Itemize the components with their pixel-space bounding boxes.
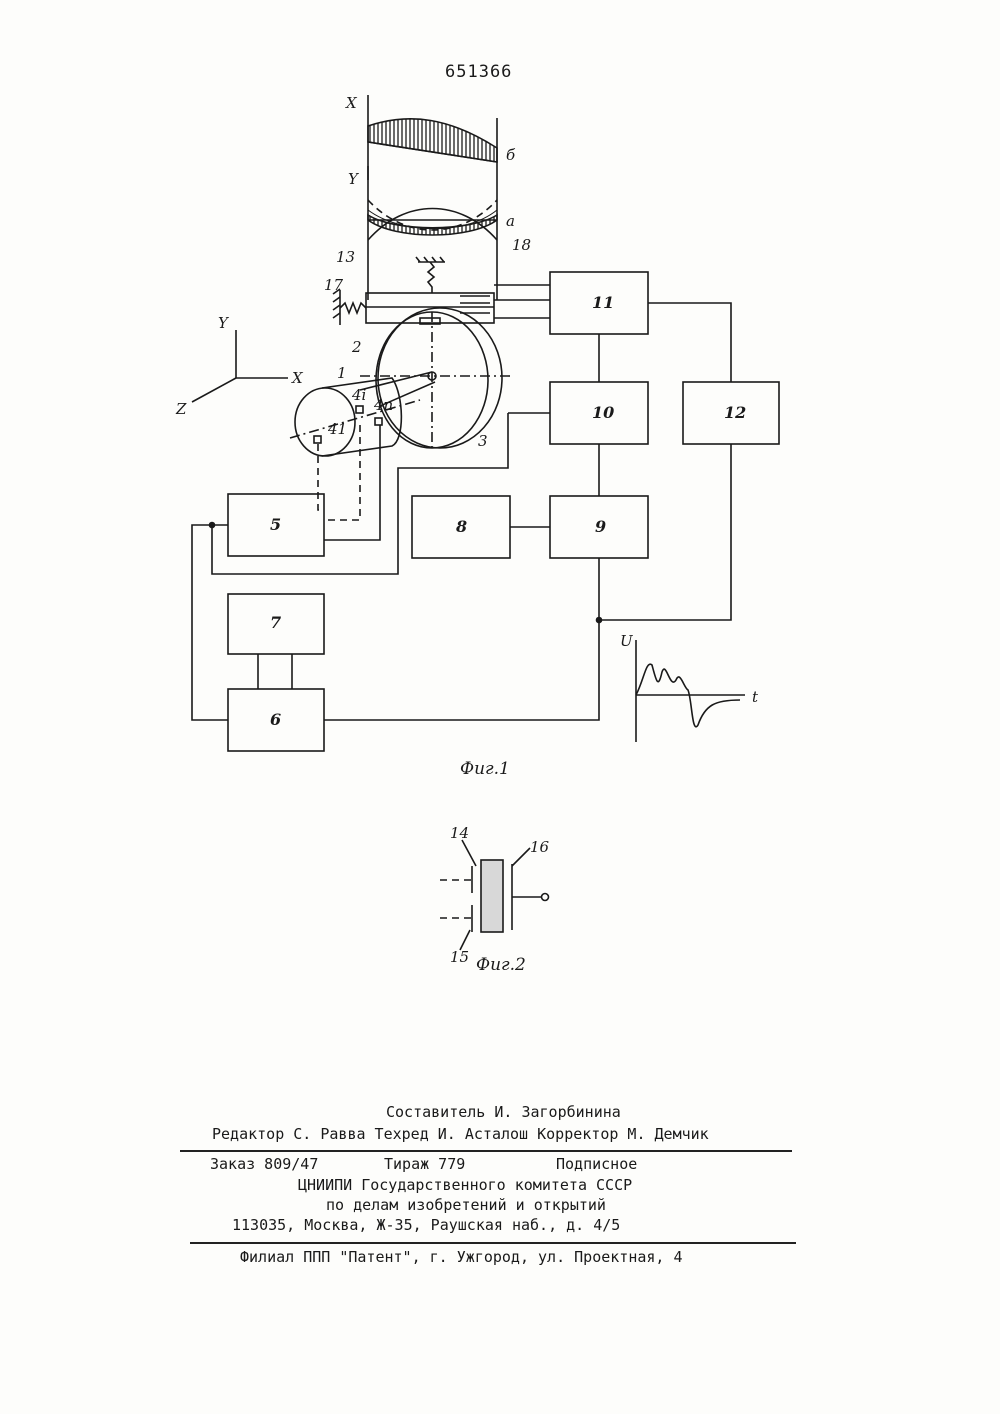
label-z-left: Z xyxy=(175,400,187,418)
label-4n: 4n xyxy=(373,396,393,414)
label-1: 1 xyxy=(337,364,347,382)
imprint-subscription: Подписное xyxy=(556,1155,637,1173)
label-u: U xyxy=(620,632,634,650)
label-curve-a: а xyxy=(506,212,515,230)
label-16: 16 xyxy=(530,838,550,856)
imprint-compiler: Составитель И. Загорбинина xyxy=(386,1103,621,1121)
cylinder-1 xyxy=(290,372,435,456)
imprint-circulation: Тираж 779 xyxy=(384,1155,465,1173)
label-15: 15 xyxy=(450,948,469,966)
label-curve-b: б xyxy=(506,146,516,164)
figure-1-diagram: X Y б а 13 18 17 2 1 3 4i 4n 41 Y X Z U … xyxy=(0,0,1000,1000)
figure-2-capacitor xyxy=(440,840,549,950)
block-12-label: 12 xyxy=(724,403,746,422)
imprint-order: Заказ 809/47 xyxy=(210,1155,318,1173)
imprint-address: 113035, Москва, Ж-35, Раушская наб., д. … xyxy=(232,1216,620,1234)
imprint-dept: по делам изобретений и открытий xyxy=(326,1196,606,1214)
imprint-editors: Редактор С. Равва Техред И. Асталош Корр… xyxy=(212,1125,709,1143)
signal-plot xyxy=(636,640,745,742)
imprint-org: ЦНИИПИ Государственного комитета СССР xyxy=(298,1176,632,1194)
figure-2-caption: Фиг.2 xyxy=(476,955,526,975)
block-7-label: 7 xyxy=(270,613,281,632)
imprint-rule-top xyxy=(180,1150,792,1152)
label-y-left: Y xyxy=(218,314,230,332)
label-17: 17 xyxy=(324,276,344,294)
xyz-axes xyxy=(192,330,288,402)
block-11-label: 11 xyxy=(592,293,614,312)
block-8-label: 8 xyxy=(455,517,467,536)
label-x-left: X xyxy=(291,369,304,387)
label-t: t xyxy=(752,688,759,706)
label-4i: 4i xyxy=(351,386,367,404)
block-9-label: 9 xyxy=(595,517,606,536)
label-3: 3 xyxy=(478,432,488,450)
label-41: 41 xyxy=(327,420,347,438)
block-6-label: 6 xyxy=(270,710,281,729)
label-x-top: X xyxy=(345,94,358,112)
imprint-branch: Филиал ППП "Патент", г. Ужгород, ул. Про… xyxy=(240,1248,683,1266)
label-14: 14 xyxy=(450,824,469,842)
imprint-rule-bottom xyxy=(190,1242,796,1244)
label-2: 2 xyxy=(351,338,362,356)
label-13: 13 xyxy=(336,248,355,266)
block-10-label: 10 xyxy=(592,403,614,422)
block-5-label: 5 xyxy=(270,515,281,534)
label-18: 18 xyxy=(512,236,531,254)
label-y-top: Y xyxy=(348,170,360,188)
figure-1-caption: Фиг.1 xyxy=(460,759,510,779)
